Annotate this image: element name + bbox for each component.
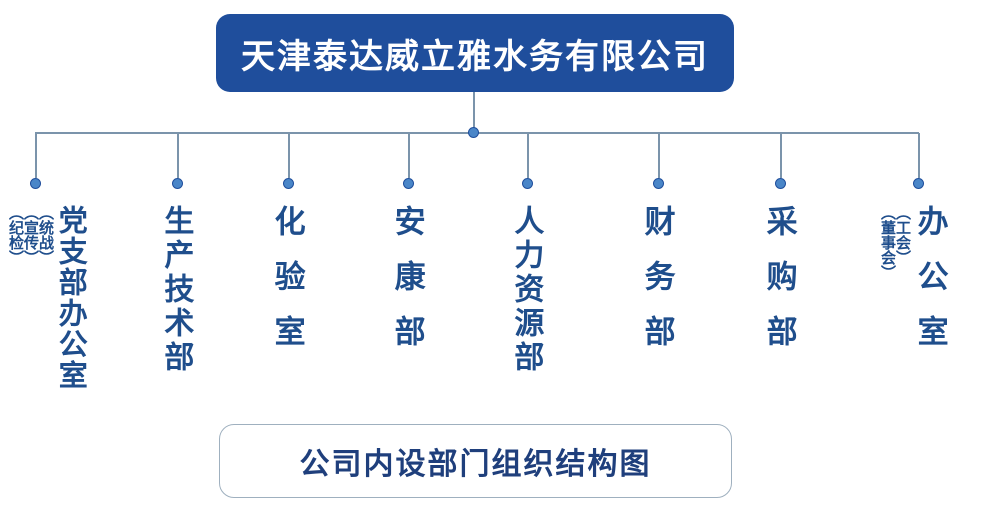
branch-drop-line — [177, 133, 179, 178]
department-sublabel: （工会） — [894, 205, 912, 265]
department-node-4[interactable]: 安康部 — [388, 205, 425, 370]
department-sublabel: （董事会） — [879, 205, 897, 280]
department-sublabel: （宣传） — [22, 205, 40, 265]
department-node-6[interactable]: 财务部 — [638, 205, 675, 370]
department-sublabel: （纪检） — [7, 205, 25, 265]
branch-drop-line — [658, 133, 660, 178]
caption-box[interactable]: 公司内设部门组织结构图 — [219, 424, 732, 498]
branch-node-dot[interactable] — [653, 178, 664, 189]
department-label: 采购部 — [760, 205, 797, 370]
department-node-2[interactable]: 生产技术部 — [158, 205, 193, 375]
branch-drop-line — [527, 133, 529, 178]
branch-drop-line — [780, 133, 782, 178]
department-label: 安康部 — [388, 205, 425, 370]
department-label: 财务部 — [638, 205, 675, 370]
trunk-junction-dot — [468, 127, 479, 138]
department-sublabel-group: （工会）（董事会） — [879, 205, 912, 280]
branch-node-dot[interactable] — [775, 178, 786, 189]
department-node-8[interactable]: 办公室（工会）（董事会） — [879, 205, 948, 370]
department-node-1[interactable]: 党支部办公室（统战）（宣传）（纪检） — [7, 205, 89, 391]
department-label: 化验室 — [268, 205, 305, 370]
department-node-7[interactable]: 采购部 — [760, 205, 797, 370]
branch-drop-line — [918, 133, 920, 178]
branch-drop-line — [35, 133, 37, 178]
branch-node-dot[interactable] — [913, 178, 924, 189]
department-label: 办公室 — [911, 205, 948, 370]
root-node-label: 天津泰达威立雅水务有限公司 — [241, 36, 709, 77]
branch-node-dot[interactable] — [403, 178, 414, 189]
branch-node-dot[interactable] — [172, 178, 183, 189]
branch-drop-line — [288, 133, 290, 178]
trunk-connector — [473, 92, 475, 133]
department-sublabel-group: （统战）（宣传）（纪检） — [7, 205, 55, 265]
branch-node-dot[interactable] — [283, 178, 294, 189]
root-node-company[interactable]: 天津泰达威立雅水务有限公司 — [216, 14, 734, 92]
department-node-3[interactable]: 化验室 — [268, 205, 305, 370]
department-node-5[interactable]: 人力资源部 — [508, 205, 543, 375]
department-label: 党支部办公室 — [54, 205, 89, 391]
branch-node-dot[interactable] — [522, 178, 533, 189]
department-label: 人力资源部 — [508, 205, 544, 375]
department-label: 生产技术部 — [158, 205, 194, 375]
branch-node-dot[interactable] — [30, 178, 41, 189]
department-sublabel: （统战） — [37, 205, 55, 265]
caption-label: 公司内设部门组织结构图 — [299, 447, 652, 482]
branch-drop-line — [408, 133, 410, 178]
